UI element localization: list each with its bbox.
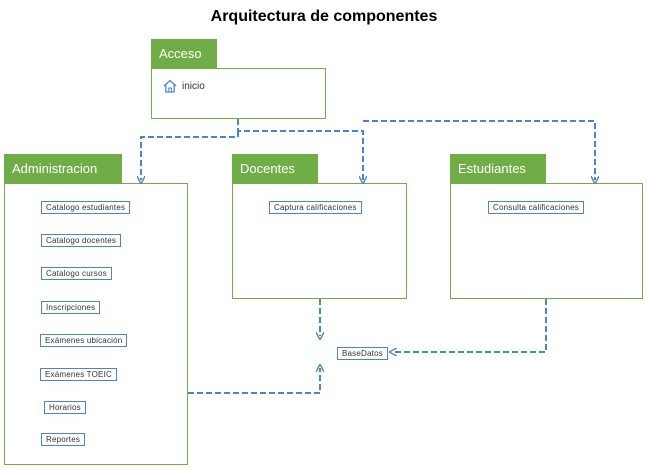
estudiantes-item-consulta-calificaciones[interactable]: Consulta calificaciones: [488, 201, 584, 214]
admin-item-catalogo-docentes[interactable]: Catalogo docentes: [41, 234, 122, 247]
acceso-box: [151, 68, 326, 119]
admin-item-examenes-toeic[interactable]: Exámenes TOEIC: [40, 368, 117, 381]
docentes-item-captura-calificaciones[interactable]: Captura calificaciones: [269, 201, 362, 214]
acceso-to-estudiantes-connector: [363, 120, 595, 180]
admin-item-reportes[interactable]: Reportes: [41, 433, 86, 446]
estudiantes-header: Estudiantes: [450, 154, 546, 184]
home-icon: [163, 79, 177, 93]
admin-item-inscripciones[interactable]: Inscripciones: [41, 301, 101, 314]
acceso-to-administracion-connector: [141, 131, 239, 180]
basedatos-node[interactable]: BaseDatos: [337, 347, 388, 360]
admin-item-horarios[interactable]: Horarios: [44, 401, 86, 414]
admin-item-catalogo-estudiantes[interactable]: Catalogo estudiantes: [41, 201, 131, 214]
administracion-header: Administracion: [4, 154, 122, 184]
acceso-to-docentes-connector: [237, 119, 363, 180]
estudiantes-to-basedatos-connector: [393, 299, 547, 352]
docentes-header: Docentes: [232, 154, 318, 184]
inicio-label: inicio: [182, 80, 205, 92]
administracion-to-basedatos-connector: [188, 368, 320, 394]
inicio-link[interactable]: inicio: [162, 79, 205, 93]
acceso-header: Acceso: [151, 39, 217, 69]
admin-item-catalogo-cursos[interactable]: Catalogo cursos: [41, 267, 112, 280]
diagram-title: Arquitectura de componentes: [210, 8, 438, 25]
admin-item-examenes-ubicacion[interactable]: Exámenes ubicación: [40, 334, 128, 347]
